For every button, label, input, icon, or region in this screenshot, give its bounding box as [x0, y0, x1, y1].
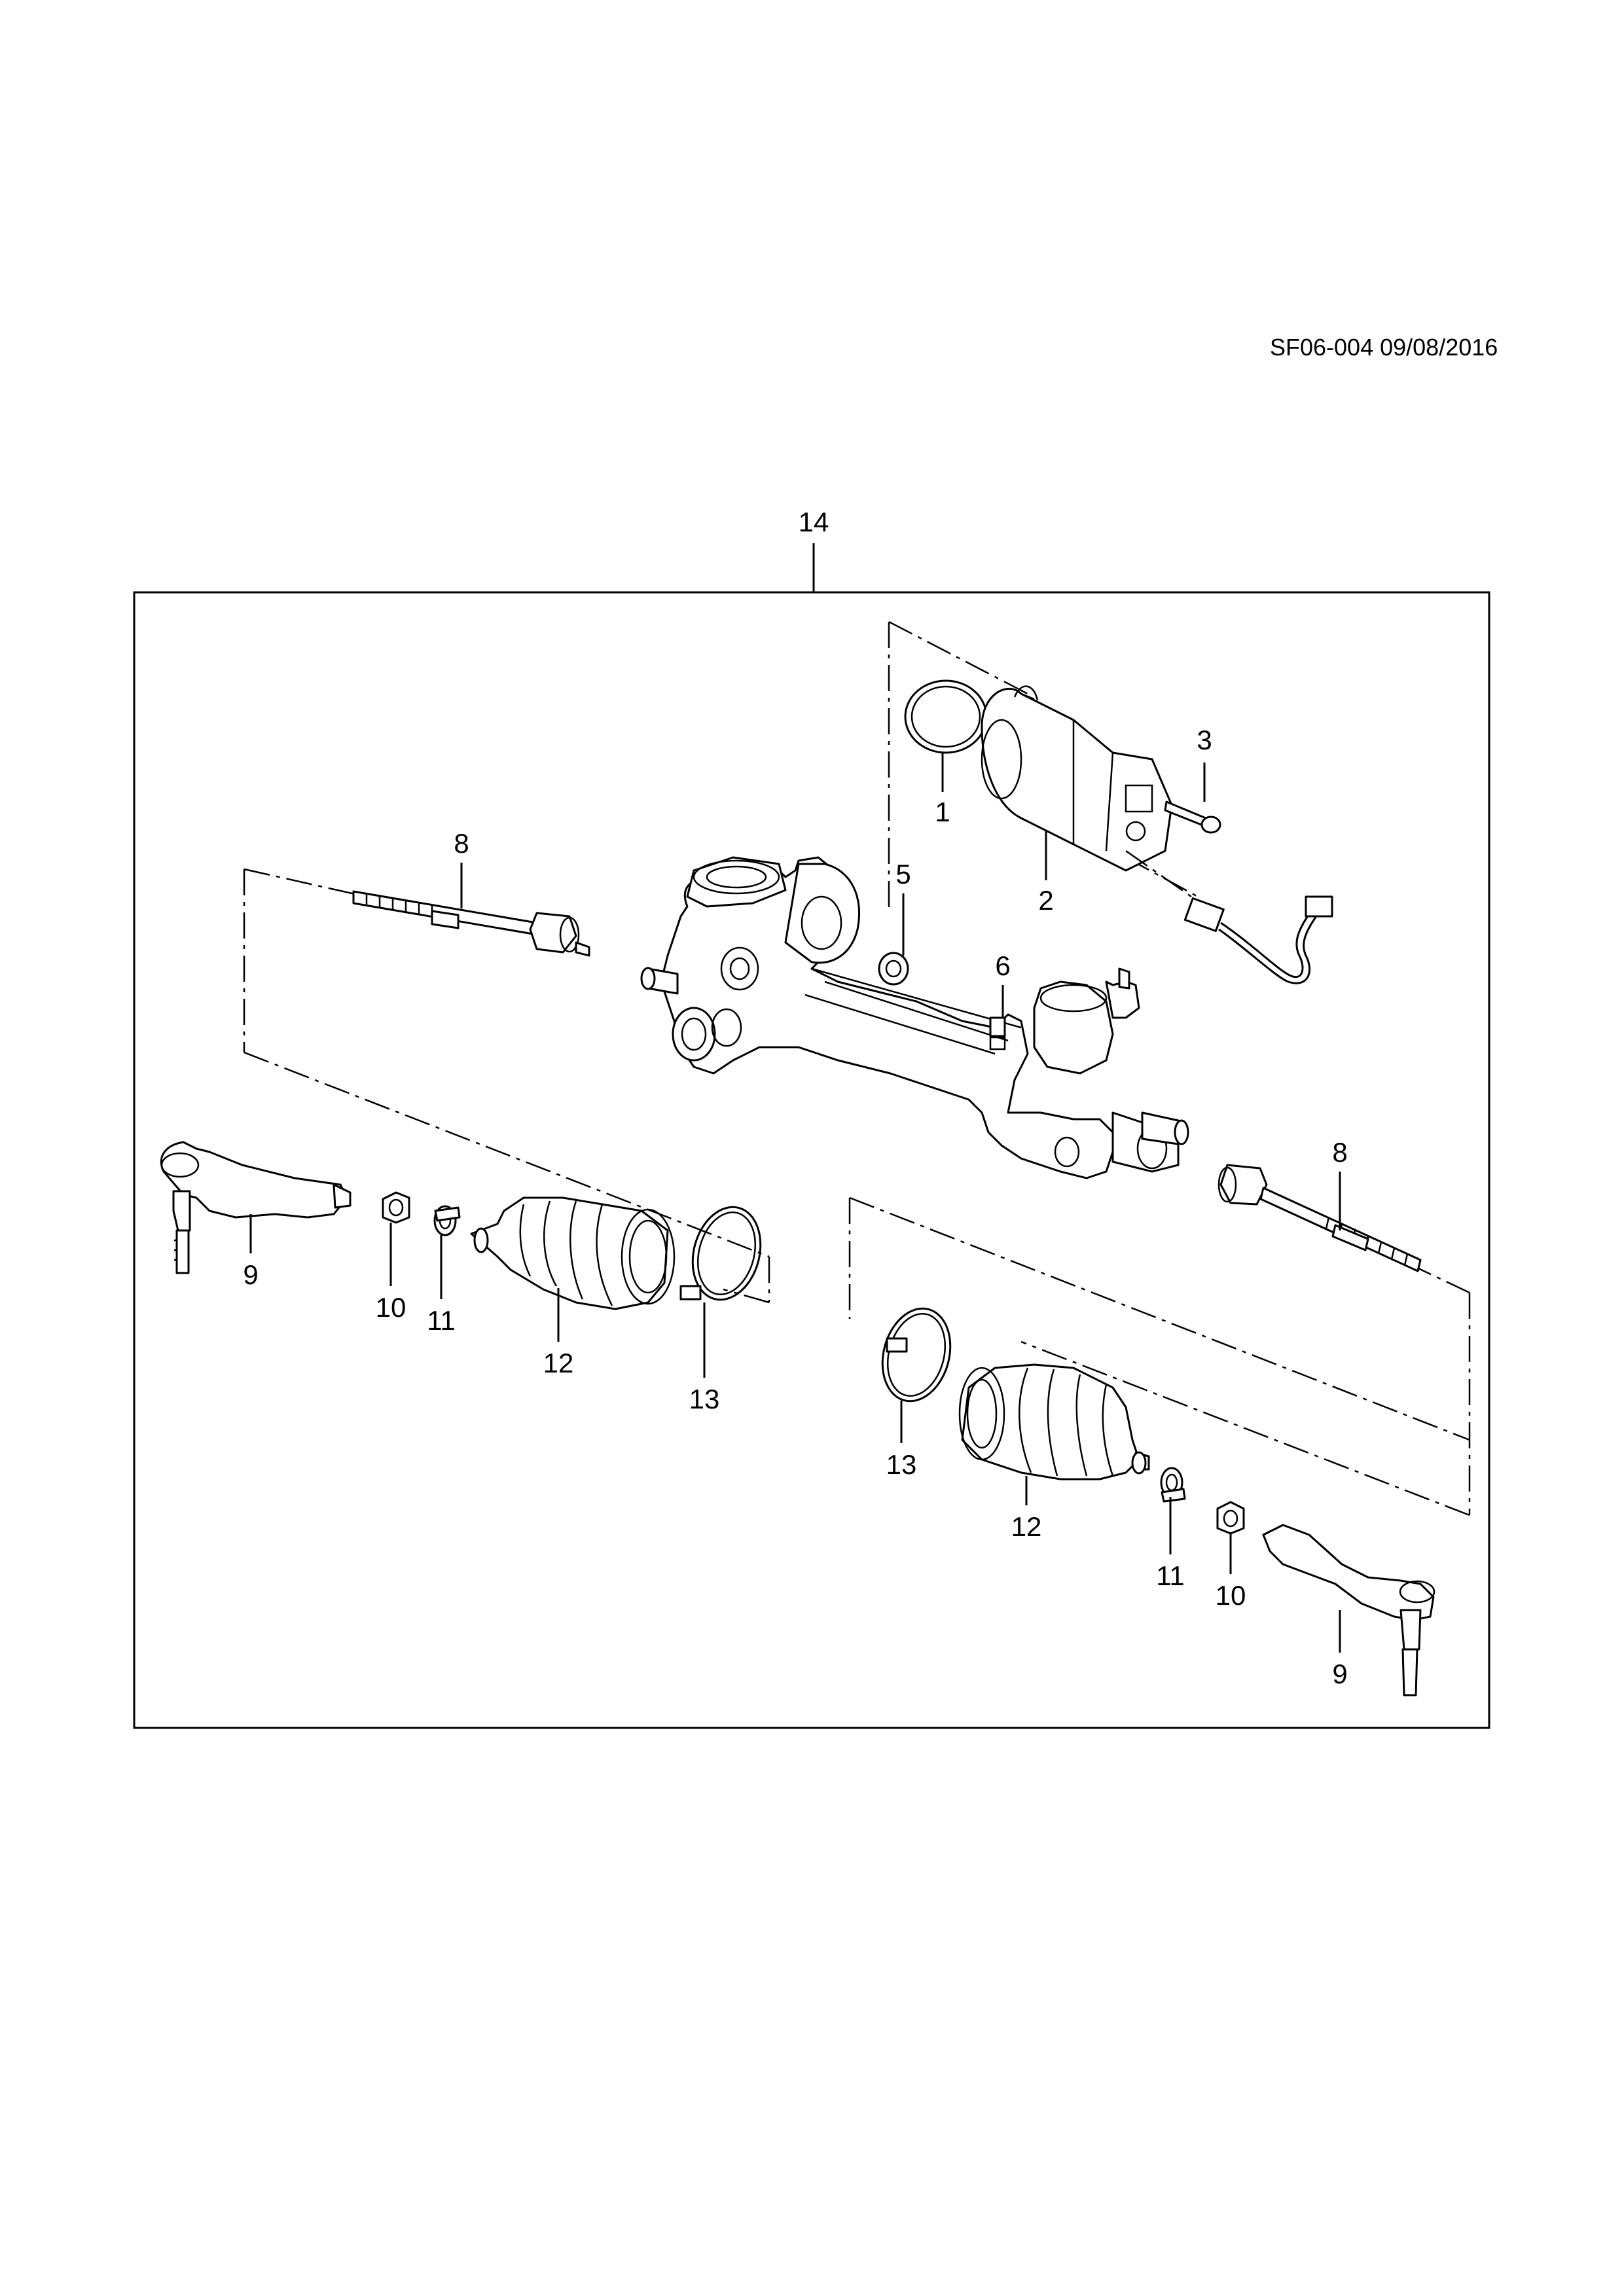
leader-lines — [249, 753, 1341, 1653]
callout-12-left: 12 — [543, 1348, 574, 1378]
coupler — [878, 952, 909, 986]
bolt — [1164, 800, 1221, 834]
o-ring — [904, 679, 988, 754]
callout-12-right: 12 — [1011, 1511, 1042, 1542]
boot-right — [958, 1363, 1150, 1480]
callout-8-left: 8 — [454, 828, 469, 859]
callout-9-left: 9 — [243, 1259, 258, 1290]
document-id: SF06-004 09/08/2016 — [1270, 334, 1498, 361]
callout-2: 2 — [1038, 885, 1053, 916]
callout-11-left: 11 — [427, 1305, 456, 1336]
electric-motor — [981, 685, 1173, 872]
assembly-frame — [133, 591, 1490, 1729]
inner-tie-rod-left — [352, 890, 590, 957]
callout-8-right: 8 — [1332, 1137, 1347, 1168]
callout-10-right: 10 — [1216, 1580, 1246, 1611]
callout-13-right: 13 — [886, 1449, 917, 1480]
grouping-lines — [243, 620, 1471, 1516]
callout-1: 1 — [935, 797, 950, 827]
outer-tie-rod-end-left — [160, 1141, 352, 1274]
callout-9-right: 9 — [1332, 1659, 1347, 1689]
callout-5: 5 — [895, 859, 911, 889]
callout-3: 3 — [1197, 725, 1212, 755]
callout-11-right: 11 — [1156, 1560, 1185, 1591]
clamp-small-right — [1160, 1467, 1186, 1503]
clamp-small-left — [433, 1205, 461, 1236]
outer-tie-rod-end-right — [1262, 1524, 1435, 1696]
clamp-large-left — [679, 1206, 762, 1301]
inner-tie-rod-right — [1218, 1164, 1422, 1272]
callout-13-left: 13 — [689, 1384, 720, 1414]
wiring-harness — [1125, 850, 1333, 984]
steering-gear-housing — [640, 856, 1189, 1179]
callout-10-left: 10 — [376, 1292, 406, 1323]
nut-right — [1216, 1501, 1245, 1535]
callout-6: 6 — [995, 950, 1010, 981]
sensor-clip — [989, 1016, 1006, 1037]
boot-left — [470, 1196, 676, 1310]
nut-left — [382, 1191, 410, 1224]
clamp-large-right — [881, 1307, 952, 1403]
callout-14: 14 — [799, 507, 829, 537]
